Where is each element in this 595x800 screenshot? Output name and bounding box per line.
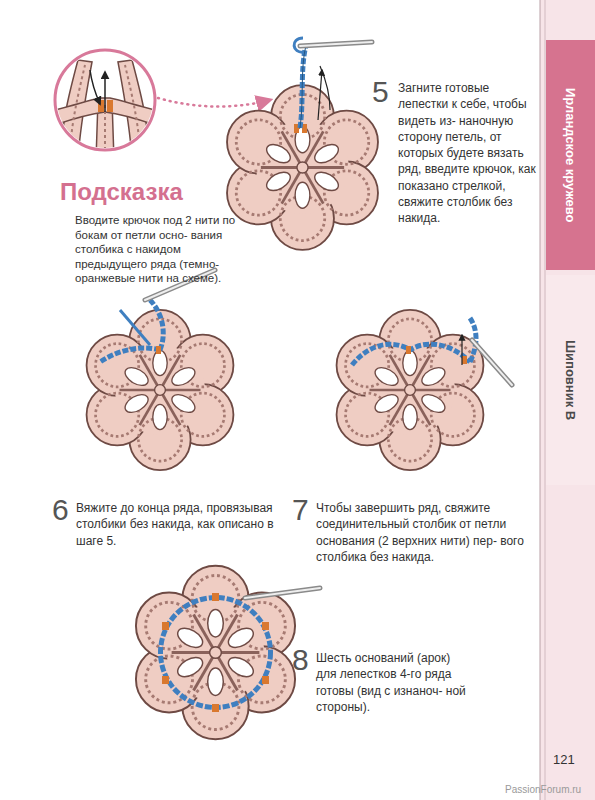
flower-illustration [337,310,484,470]
step-text: Загните готовые лепестки к себе, чтобы в… [398,80,538,227]
hint-text: Вводите крючок под 2 нити по бокам от пе… [75,213,243,286]
hint-heading: Подсказка [60,178,240,206]
flower-illustration [87,310,234,470]
hint-illustration [55,50,155,160]
step-text: Вяжите до конца ряда, провязывая столбик… [76,500,276,549]
side-strip [540,0,595,800]
step8-work [161,588,321,712]
chapter-tab: Шиповник В [546,275,595,485]
step-number: 7 [292,494,318,526]
step-text: Чтобы завершить ряд, свяжите соединитель… [316,500,531,565]
tab-title: Ирландское кружево [563,88,578,222]
step-number: 5 [372,76,398,108]
tab-title: Шиповник В [563,340,578,420]
flower-illustration [136,566,295,740]
step-text: Шесть оснований (арок) для лепестков 4-г… [316,650,466,715]
step5-work [294,38,372,133]
section-tab: Ирландское кружево [546,40,595,270]
watermark: PassionForum.ru [505,784,595,796]
page-number: 121 [553,752,593,768]
step7-work [352,318,512,385]
pointer-arrow [158,98,270,107]
strip-border [540,0,541,800]
step-number: 8 [292,644,318,676]
step-number: 6 [52,494,78,526]
